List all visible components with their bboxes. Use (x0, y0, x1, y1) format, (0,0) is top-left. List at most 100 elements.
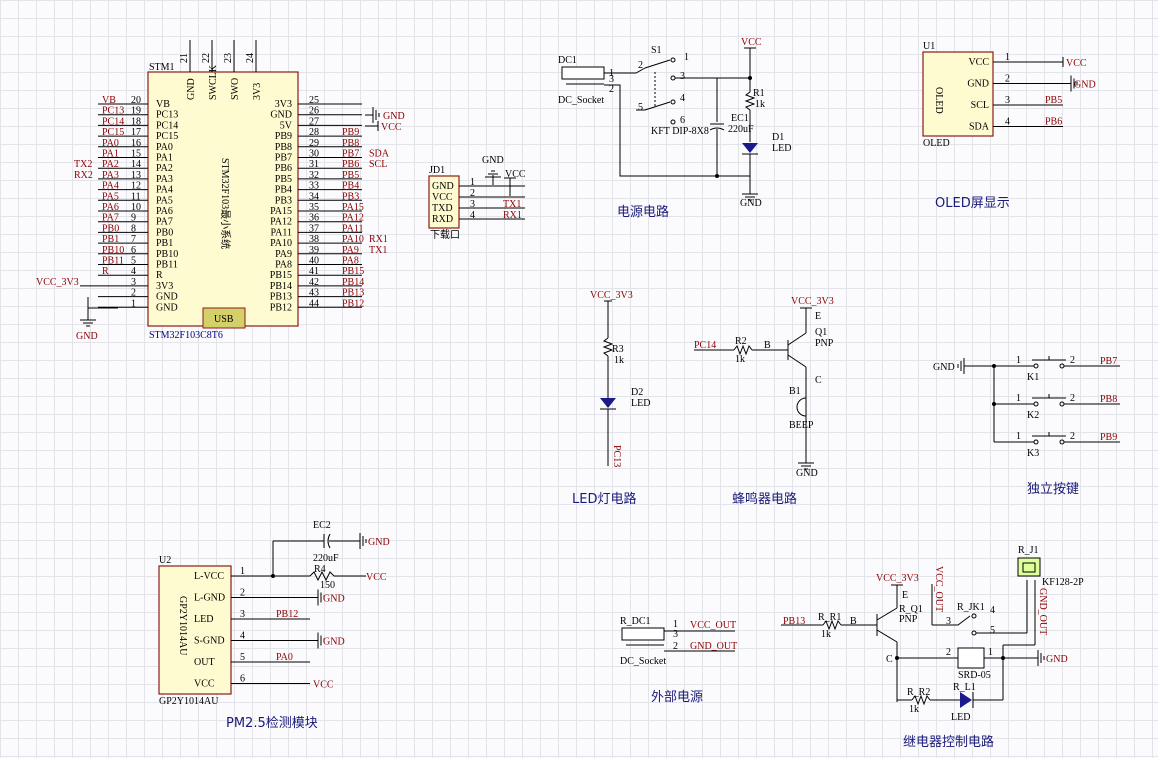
mcu-left-pin-name: PA6 (156, 206, 173, 217)
mcu-usb-label: USB (214, 314, 234, 325)
mcu-left-pin-name: PB1 (156, 238, 173, 249)
buzzer-gnd-label: GND (796, 468, 818, 479)
rr2-val: 1k (909, 704, 919, 715)
rl1-part: LED (951, 712, 970, 723)
pm25-pin-num: 2 (240, 588, 245, 599)
mcu-right-pin-num: 42 (309, 277, 319, 288)
s1-pin4: 4 (680, 93, 685, 104)
mcu-right-pin-name: GND (270, 110, 292, 121)
mcu-right-pin-name: PB7 (275, 153, 292, 164)
mcu-left-net-label: PA7 (102, 213, 119, 224)
mcu-right-pin-num: 35 (309, 202, 319, 213)
pm25-pin-name: VCC (194, 679, 215, 690)
mcu-right-pin-name: PA15 (270, 206, 292, 217)
mcu-left-pin-num: 9 (131, 213, 136, 224)
mcu-left-pin-num: 19 (131, 106, 141, 117)
mcu-top-pin-num: 24 (245, 53, 256, 63)
jd1-pin-num: 2 (470, 188, 475, 199)
rjk1-pin3: 3 (946, 616, 951, 627)
mcu-left-pin-num: 10 (131, 202, 141, 213)
r4-val: 150 (320, 580, 335, 591)
mcu-left-pin-num: 4 (131, 266, 136, 277)
mcu-left-net-label: PA4 (102, 181, 119, 192)
jd1-pin-num: 1 (470, 177, 475, 188)
mcu-left-pin-num: 3 (131, 277, 136, 288)
pm25-pin-num: 1 (240, 566, 245, 577)
oled-ref: U1 (923, 41, 935, 52)
ec2-ref: EC2 (313, 520, 331, 531)
mcu-right-pin-num: 25 (309, 95, 319, 106)
mcu-right-net-label: PB15 (342, 266, 364, 277)
power-circuit: DC1 DC_Socket 1 3 2 S1 2 1 3 4 5 6 KFT D… (558, 37, 791, 220)
r1-val: 1k (755, 99, 765, 110)
mcu-left-pin-num: 14 (131, 159, 141, 170)
mcu-right-extra-label: SCL (369, 159, 387, 170)
dc1-pin2: 2 (609, 84, 614, 95)
ec1-ref: EC1 (731, 113, 749, 124)
mcu-right-net-label: PB13 (342, 288, 364, 299)
relay-circuit: VCC_3V3 E PB13 R_R1 1k B R_Q1 PNP C 2 1 … (781, 545, 1084, 750)
pm25-gnd-label: GND (323, 594, 345, 605)
caption-buzzer: 蜂鸣器电路 (732, 491, 797, 507)
mcu-right-pin-name: PA10 (270, 238, 292, 249)
key-pin2: 2 (1070, 355, 1075, 366)
mcu-left-net-label: VB (102, 95, 116, 106)
jd1-pin-name: RXD (432, 214, 453, 225)
q1-ref: Q1 (815, 327, 827, 338)
q1-c-label: C (815, 375, 822, 386)
mcu-right-pin-num: 37 (309, 223, 319, 234)
mcu-left-pin-name: R (156, 270, 163, 281)
buzzer-circuit: VCC_3V3 E PC14 R2 1k B Q1 PNP C B1 BEEP … (694, 296, 834, 507)
mcu-left-net-label: PC13 (102, 106, 124, 117)
mcu-right-gnd-label: GND (383, 111, 405, 122)
mcu-right-extra-label: RX1 (369, 234, 388, 245)
pm25-pin-num: 3 (240, 609, 245, 620)
oled-body-label: OLED (933, 87, 944, 114)
b1-part: BEEP (789, 420, 814, 431)
mcu-right-net-label: PA15 (342, 202, 364, 213)
r3-val: 1k (614, 355, 624, 366)
led-circuit: VCC_3V3 R3 1k D2 LED PC13 LED灯电路 (572, 290, 650, 507)
r2-val: 1k (735, 354, 745, 365)
pm25-pin-name: OUT (194, 657, 215, 668)
mcu-right-pin-name: PB13 (270, 292, 292, 303)
power-gnd-label: GND (740, 198, 762, 209)
mcu-left-pin-num: 5 (131, 256, 136, 267)
mcu-top-pin-num: 23 (223, 53, 234, 63)
mcu-left-pin-name: PC14 (156, 120, 178, 131)
rdc1-pin1: 1 (673, 619, 678, 630)
pm25-net-label: PB12 (276, 609, 298, 620)
mcu-left-pin-num: 1 (131, 298, 136, 309)
rl1-ref: R_L1 (953, 682, 976, 693)
rdc1-pin2: 2 (673, 641, 678, 652)
dc1-pin3: 3 (609, 74, 614, 85)
pm25-pin-name: S-GND (194, 636, 225, 647)
rjk1-pin2: 2 (946, 647, 951, 658)
mcu-left-pin-name: PB0 (156, 227, 173, 238)
mcu-right-net-label: PB5 (342, 170, 359, 181)
s1-pin1: 1 (684, 52, 689, 63)
rq1-ref: R_Q1 (899, 604, 923, 615)
mcu-right-pin-name: PA9 (275, 249, 292, 260)
mcu-right-net-label: PB6 (342, 159, 359, 170)
mcu-left-net-label: PC14 (102, 116, 124, 127)
mcu-right-pin-num: 39 (309, 245, 319, 256)
mcu-right-pin-num: 33 (309, 181, 319, 192)
mcu-left-gnd-label: GND (76, 331, 98, 342)
rq1-b-label: B (850, 616, 857, 627)
s1-pin6: 6 (680, 115, 685, 126)
rj1-body (1017, 557, 1041, 577)
u2-body (158, 565, 232, 695)
mcu-left-net-label: VCC_3V3 (36, 277, 79, 288)
mcu-left-pin-name: PA3 (156, 174, 173, 185)
oled-body (922, 51, 994, 137)
oled-net-label: PB6 (1045, 117, 1062, 128)
mcu-left-pin-name: PA7 (156, 217, 173, 228)
rj1-part: KF128-2P (1042, 577, 1084, 588)
mcu-left-pin-name: PB10 (156, 249, 178, 260)
